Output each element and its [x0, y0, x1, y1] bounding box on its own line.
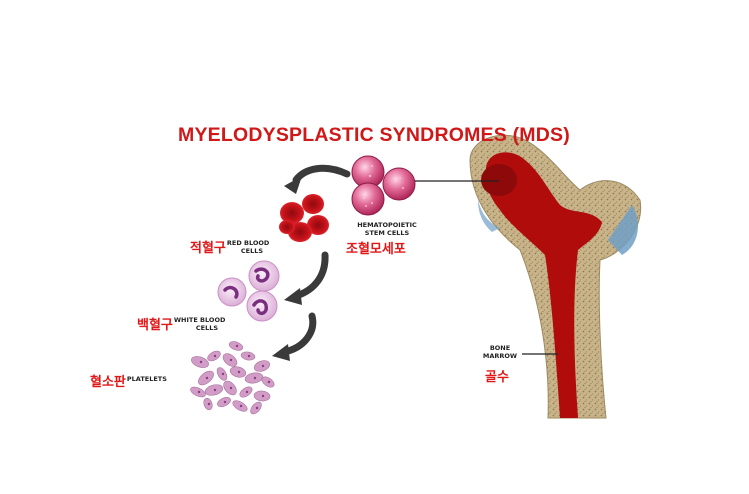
arrow-head-1	[284, 176, 302, 194]
platelets-cluster	[190, 341, 275, 415]
white-blood-cells-label-en-line-1: WHITE BLOOD	[173, 316, 226, 324]
bone-marrow-label-en: BONE MARROW	[478, 344, 522, 360]
red-blood-cells-label-en-line-2: CELLS	[240, 247, 264, 255]
arrow-white-to-platelet	[280, 312, 317, 356]
platelets-label-ko: 혈소판	[90, 375, 126, 390]
platelet-granule-4	[247, 354, 251, 358]
platelet-granule-6	[205, 376, 209, 380]
bone-marrow-label-ko: 골수	[485, 370, 509, 385]
platelet-granule-7	[221, 372, 225, 376]
red-blood-cells-label: 적혈구 RED BLOOD CELLS	[190, 237, 269, 256]
red-blood-cells-label-en: RED BLOOD CELLS	[227, 239, 269, 255]
bone-marrow-label-en-line-2: MARROW	[482, 352, 518, 360]
platelet-granule-1	[199, 360, 203, 364]
platelet-granule-14	[245, 390, 249, 394]
stem-cells-label-en-line-2: STEM CELLS	[364, 229, 410, 237]
platelet-granule-13	[229, 386, 233, 390]
platelet-granule-8	[237, 370, 241, 374]
stem-cells	[351, 155, 416, 216]
white-blood-cells-label-en-line-2: CELLS	[195, 324, 219, 332]
platelet-granule-15	[261, 394, 265, 398]
platelet-granule-5	[261, 364, 265, 368]
stem-cells-label-en-line-1: HEMATOPOIETIC	[357, 221, 417, 229]
red-blood-cells-label-en-line-1: RED BLOOD	[226, 239, 270, 247]
red-blood-cells-label-ko: 적혈구	[190, 241, 226, 256]
platelet-granule-16	[223, 400, 227, 404]
platelet-granule-10	[267, 380, 271, 384]
platelets-label: 혈소판 PLATELETS	[90, 371, 167, 390]
red-blood-cells	[279, 194, 329, 242]
platelet-granule-3	[229, 358, 233, 362]
platelets-label-en: PLATELETS	[126, 375, 167, 383]
platelet-granule-20	[235, 344, 239, 348]
arrow-head-3	[272, 344, 290, 361]
platelet-granule-11	[197, 390, 201, 394]
platelet-granule-12	[213, 388, 217, 392]
platelet-granule-2	[213, 354, 217, 358]
stem-cells-label-en: HEMATOPOIETIC STEM CELLS	[352, 221, 422, 237]
white-blood-cells-label-ko: 백혈구	[137, 318, 173, 333]
white-blood-cells	[217, 260, 280, 322]
arrow-stem-to-red	[292, 164, 351, 184]
arrow-red-to-white	[292, 251, 329, 300]
diagram-title: MYELODYSPLASTIC SYNDROMES (MDS)	[178, 124, 570, 146]
platelet-granule-9	[253, 376, 257, 380]
white-blood-cells-label-en: WHITE BLOOD CELLS	[174, 316, 225, 332]
arrow-heads	[272, 176, 302, 361]
bone-marrow-label-en-line-1: BONE	[489, 344, 511, 352]
stem-cells-label-ko: 조혈모세포	[346, 242, 406, 257]
white-blood-cells-label: 백혈구 WHITE BLOOD CELLS	[137, 314, 225, 333]
arrow-head-2	[284, 288, 302, 305]
platelet-granule-17	[239, 404, 243, 408]
femur-bone	[469, 134, 642, 419]
platelet-granule-18	[207, 402, 211, 406]
platelet-granule-19	[255, 406, 259, 410]
